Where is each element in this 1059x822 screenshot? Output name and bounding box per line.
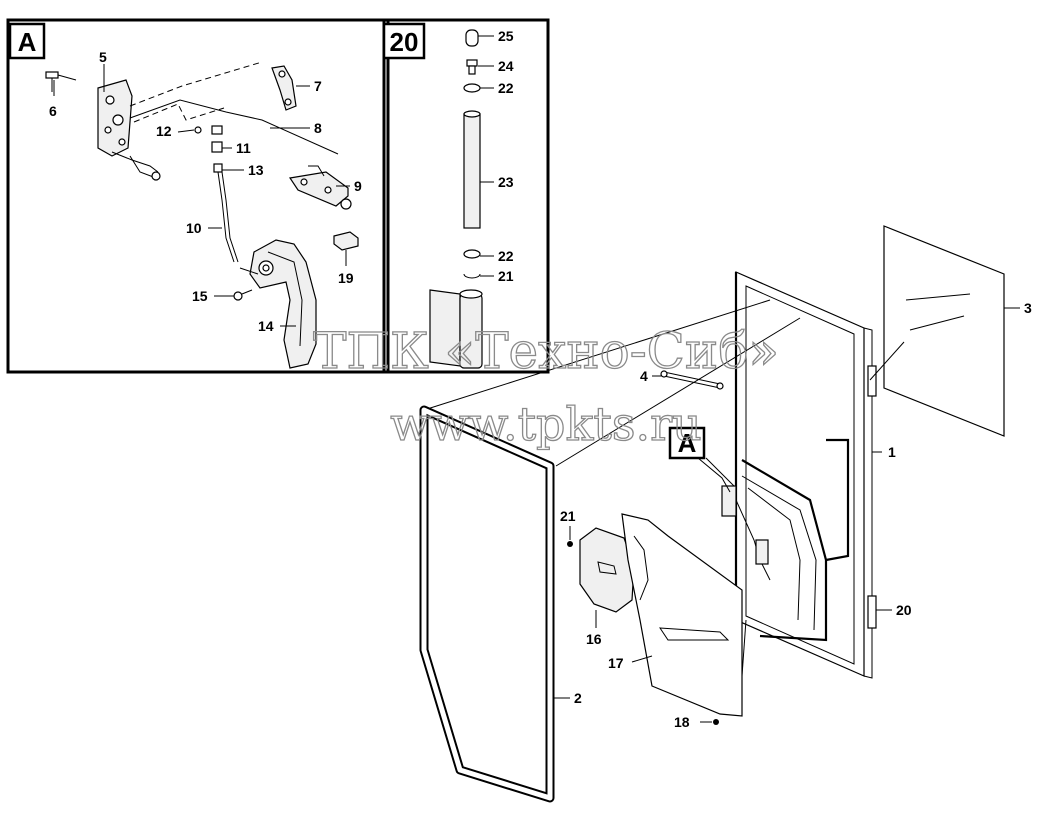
door-lock-on-frame (721, 485, 771, 581)
callout-18: 18 (674, 714, 690, 730)
callout-21-detail: 21 (498, 268, 514, 284)
detail-20-leaders (478, 35, 494, 277)
watermark-line-2: www.tpkts.ru (390, 397, 701, 451)
callout-6: 6 (49, 103, 57, 119)
callout-24: 24 (498, 58, 514, 74)
block-part-19 (333, 231, 359, 251)
callout-2: 2 (574, 690, 582, 706)
screw-part-18 (700, 719, 719, 725)
link-part-7 (271, 65, 297, 111)
callout-numbers: 1 2 3 4 5 6 7 8 9 10 11 12 13 14 15 16 1… (49, 28, 1032, 730)
callout-11: 11 (236, 140, 251, 156)
bolt-part-6 (45, 71, 77, 92)
door-seal-part-2 (419, 405, 570, 803)
callout-a-label: A (678, 428, 697, 458)
detail-a-label: A (18, 27, 37, 57)
detail-20-panel: 20 (382, 18, 550, 374)
detail-a-panel: A (6, 18, 390, 374)
detail-20-label: 20 (390, 27, 419, 57)
clip-part-21-main (567, 526, 573, 547)
gas-strut-part-4 (652, 370, 724, 390)
pin-part-23 (463, 110, 481, 229)
hinge-leaf (429, 289, 483, 369)
washer-part-22-top (463, 83, 481, 93)
washer-part-22-bottom (463, 249, 481, 259)
rod-part-8 (129, 99, 339, 155)
callout-8: 8 (314, 120, 322, 136)
detail-a-leaders (53, 64, 350, 327)
callout-17: 17 (608, 655, 624, 671)
callout-19: 19 (338, 270, 354, 286)
clip-parts-11-12-13 (194, 125, 223, 173)
callout-9: 9 (354, 178, 362, 194)
callout-16: 16 (586, 631, 602, 647)
callout-14: 14 (258, 318, 274, 334)
rod-part-10 (217, 171, 239, 263)
callout-25: 25 (498, 28, 514, 44)
callout-13: 13 (248, 162, 264, 178)
callout-10: 10 (186, 220, 202, 236)
callout-3: 3 (1024, 300, 1032, 316)
callout-5: 5 (99, 49, 107, 65)
clip-part-21 (463, 273, 481, 279)
watermark: ТПК «Техно-Сиб» www.tpkts.ru (312, 321, 779, 451)
callout-21-main: 21 (560, 508, 576, 524)
trim-panel-part-17 (621, 513, 743, 717)
lock-body-part-5 (97, 79, 161, 181)
door-handle-part-14 (239, 239, 317, 369)
callout-22-bottom: 22 (498, 248, 514, 264)
callout-12: 12 (156, 123, 172, 139)
callout-23: 23 (498, 174, 514, 190)
callout-4: 4 (640, 368, 648, 384)
callout-1: 1 (888, 444, 896, 460)
cap-part-25 (465, 29, 479, 47)
callout-15: 15 (192, 288, 208, 304)
cover-part-16 (579, 527, 635, 628)
callout-22-top: 22 (498, 80, 514, 96)
callout-a-box[interactable]: A (668, 426, 735, 493)
fitting-part-24 (466, 59, 478, 75)
callout-20: 20 (896, 602, 912, 618)
bracket-part-9 (288, 165, 352, 210)
glass-panel-part-3 (883, 225, 1020, 437)
watermark-line-1: ТПК «Техно-Сиб» (313, 322, 779, 380)
callout-7: 7 (314, 78, 322, 94)
screw-part-15 (233, 289, 253, 301)
